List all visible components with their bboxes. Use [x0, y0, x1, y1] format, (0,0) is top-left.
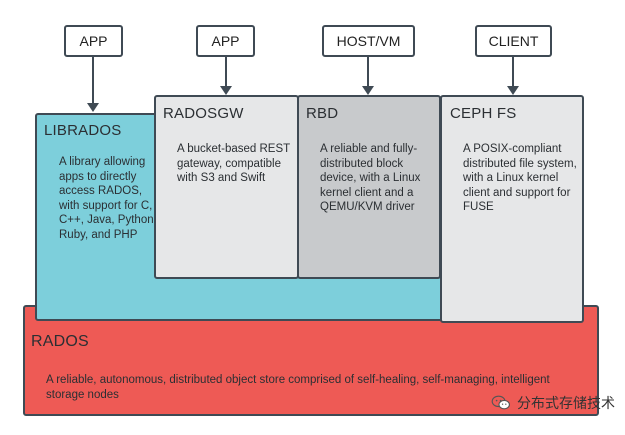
top-label-client: CLIENT [475, 25, 552, 57]
librados-desc: A library allowing apps to directly acce… [59, 156, 157, 241]
top-label-app-2: APP [196, 25, 255, 57]
rados-title: RADOS [31, 333, 89, 350]
top-label-host-vm: HOST/VM [322, 25, 415, 57]
cephfs-desc: A POSIX-compliant distributed file syste… [463, 143, 577, 213]
top-label-app-1: APP [64, 25, 123, 57]
watermark: 分布式存储技术 [491, 393, 615, 413]
librados-title: LIBRADOS [44, 122, 122, 139]
radosgw-box: RADOSGW A bucket-based REST gateway, com… [154, 95, 299, 279]
rados-box: RADOS A reliable, autonomous, distribute… [23, 305, 599, 416]
rados-desc: A reliable, autonomous, distributed obje… [46, 374, 550, 401]
radosgw-title: RADOSGW [163, 105, 244, 122]
radosgw-desc: A bucket-based REST gateway, compatible … [177, 143, 290, 184]
watermark-text: 分布式存储技术 [517, 395, 615, 411]
rbd-desc: A reliable and fully-distributed block d… [320, 143, 421, 213]
wechat-icon [491, 395, 510, 410]
cephfs-title: CEPH FS [450, 105, 517, 122]
rbd-title: RBD [306, 105, 339, 122]
rbd-box: RBD A reliable and fully-distributed blo… [297, 95, 441, 279]
cephfs-box: CEPH FS A POSIX-compliant distributed fi… [440, 95, 584, 323]
